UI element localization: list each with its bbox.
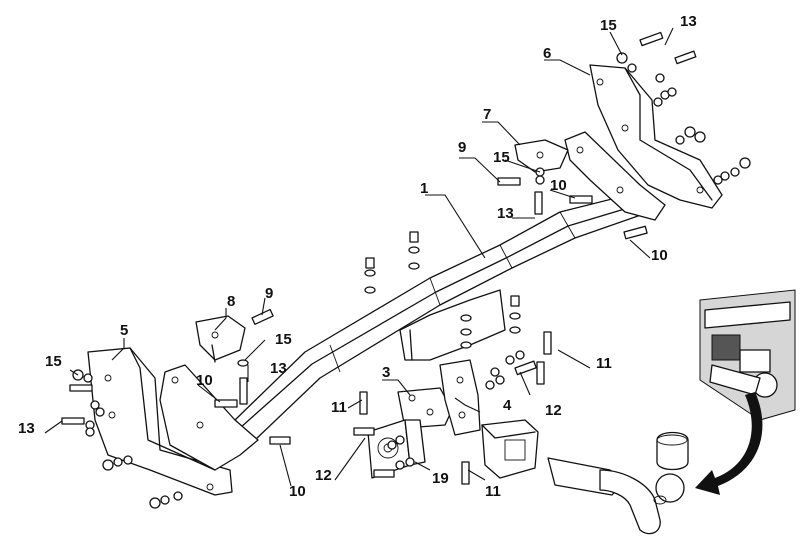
callout-1: 1 <box>420 180 428 197</box>
callout-12b: 12 <box>315 467 332 484</box>
callout-7: 7 <box>483 106 491 123</box>
leader-lines <box>44 27 674 487</box>
callout-5: 5 <box>120 322 128 339</box>
callout-11b: 11 <box>596 355 612 372</box>
tow-ball-icon <box>547 457 685 535</box>
callout-13a: 13 <box>497 205 514 222</box>
callout-9b: 9 <box>265 285 273 302</box>
callout-11c: 11 <box>485 483 501 500</box>
callout-13d: 13 <box>680 13 697 30</box>
callout-10d: 10 <box>289 483 306 500</box>
callout-4: 4 <box>503 397 512 414</box>
callout-12a: 12 <box>545 402 562 419</box>
ball-cover-icon <box>656 431 689 471</box>
small-bracket-8 <box>195 315 246 363</box>
right-side-bracket <box>564 64 723 221</box>
small-bracket-7 <box>514 139 569 173</box>
left-side-bracket <box>87 347 259 496</box>
installation-inset <box>699 289 796 421</box>
callout-labels: 1 3 4 5 6 7 8 9 9 10 10 10 10 11 11 11 1… <box>18 13 697 500</box>
callout-15b: 15 <box>493 149 510 166</box>
callout-15d: 15 <box>45 353 62 370</box>
callout-8: 8 <box>227 293 235 310</box>
callout-19: 19 <box>432 470 449 487</box>
curved-arrow-icon <box>695 392 763 495</box>
callout-3: 3 <box>382 364 390 381</box>
callout-6: 6 <box>543 45 551 62</box>
socket-plate-19 <box>367 419 426 479</box>
callout-9a: 9 <box>458 139 466 156</box>
callout-13c: 13 <box>18 420 35 437</box>
mount-bracket-4 <box>439 359 481 436</box>
socket-block <box>481 419 539 479</box>
callout-15a: 15 <box>600 17 617 34</box>
callout-13b: 13 <box>270 360 287 377</box>
callout-15c: 15 <box>275 331 292 348</box>
callout-10b: 10 <box>651 247 668 264</box>
callout-10c: 10 <box>196 372 213 389</box>
fasteners <box>61 31 751 509</box>
callout-10a: 10 <box>550 177 567 194</box>
callout-11a: 11 <box>331 399 347 416</box>
